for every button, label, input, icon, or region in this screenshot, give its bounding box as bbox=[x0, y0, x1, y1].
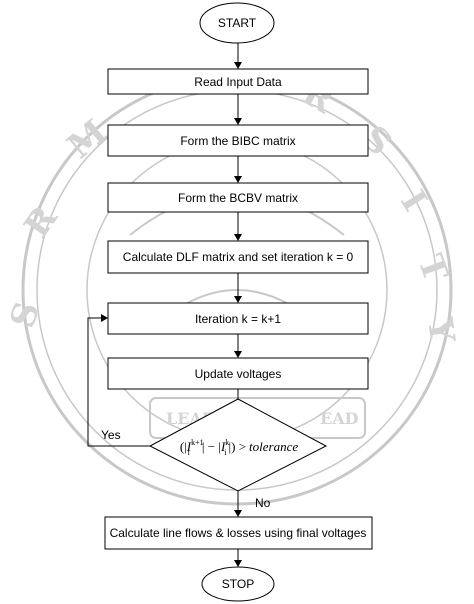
stop-ellipse bbox=[201, 566, 275, 602]
update-label: Update voltages bbox=[195, 367, 282, 381]
final-label: Calculate line flows & losses using fina… bbox=[110, 526, 367, 540]
iteration-box bbox=[107, 302, 369, 335]
condition-var2-sup: k bbox=[225, 438, 229, 447]
condition-var1-sub: i bbox=[188, 448, 191, 457]
update-box bbox=[107, 357, 369, 390]
watermark-motto: EAD bbox=[320, 409, 359, 428]
dlf-box bbox=[107, 240, 369, 274]
read-input-box bbox=[107, 68, 369, 95]
iteration-step: Iteration k = k+1 bbox=[107, 302, 369, 335]
bibc-step: Form the BIBC matrix bbox=[107, 124, 369, 157]
condition-var1: I bbox=[186, 439, 192, 454]
read-input-step: Read Input Data bbox=[107, 68, 369, 95]
arrowhead bbox=[101, 314, 108, 322]
arrowhead bbox=[234, 351, 242, 358]
iteration-label: Iteration k = k+1 bbox=[195, 312, 281, 326]
arrowhead bbox=[234, 560, 242, 567]
start-label: START bbox=[218, 16, 257, 30]
dlf-step: Calculate DLF matrix and set iteration k… bbox=[107, 240, 369, 274]
decision-diamond bbox=[148, 398, 328, 492]
arrowhead bbox=[234, 510, 242, 517]
start-ellipse bbox=[199, 2, 275, 44]
arrowhead bbox=[234, 118, 242, 125]
arrowhead bbox=[234, 176, 242, 183]
start-terminal: START bbox=[199, 2, 275, 44]
final-step: Calculate line flows & losses using fina… bbox=[104, 516, 373, 550]
dlf-label: Calculate DLF matrix and set iteration k… bbox=[123, 250, 354, 264]
condition-open: (| bbox=[180, 439, 187, 454]
arrowhead bbox=[234, 62, 242, 69]
bcbv-step: Form the BCBV matrix bbox=[107, 182, 369, 213]
arrowhead bbox=[234, 234, 242, 241]
condition-tolerance: tolerance bbox=[249, 439, 298, 454]
bibc-label: Form the BIBC matrix bbox=[180, 134, 295, 148]
update-step: Update voltages bbox=[107, 357, 369, 390]
condition-var2: I bbox=[220, 439, 226, 454]
final-box bbox=[104, 516, 373, 550]
condition-mid: | − | bbox=[202, 439, 221, 454]
bcbv-label: Form the BCBV matrix bbox=[178, 191, 298, 205]
connectors bbox=[87, 43, 242, 567]
no-label: No bbox=[255, 496, 271, 510]
yes-label: Yes bbox=[101, 428, 121, 442]
stop-label: STOP bbox=[222, 577, 254, 591]
stop-terminal: STOP bbox=[201, 566, 275, 602]
arrowhead bbox=[234, 296, 242, 303]
bcbv-box bbox=[107, 182, 369, 213]
bibc-box bbox=[107, 124, 369, 157]
loop-yes-path bbox=[87, 317, 150, 447]
condition-close: |) > bbox=[229, 439, 247, 454]
read-input-label: Read Input Data bbox=[194, 75, 282, 89]
condition-var1-sup: k+1 bbox=[191, 438, 204, 447]
condition-var2-sub: i bbox=[224, 448, 227, 457]
